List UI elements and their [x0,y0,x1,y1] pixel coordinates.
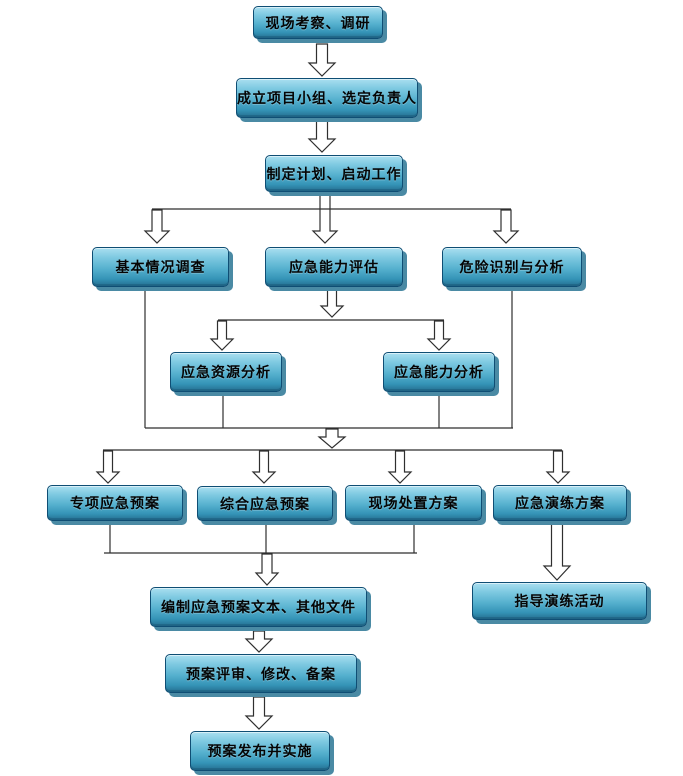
flow-arrow [542,522,572,581]
node-label: 专项应急预案 [70,495,160,511]
node-label: 现场考察、调研 [265,14,371,31]
flow-arrow [319,288,345,318]
node-label: 指导演练活动 [514,593,605,609]
node-basic-investigation: 基本情况调查 [92,247,229,287]
node-label: 制定计划、启动工作 [266,165,402,182]
flow-arrow [251,450,277,484]
flow-arrow [209,320,235,351]
node-guide-drill: 指导演练活动 [472,582,647,620]
node-onsite-disposal-plan: 现场处置方案 [345,485,482,521]
flow-arrow [244,696,274,730]
flow-arrow [426,320,452,351]
flow-arrow [311,192,339,244]
flow-arrow [307,120,337,153]
flow-arrow [254,553,280,586]
node-label: 应急资源分析 [181,364,271,380]
node-resource-analysis: 应急资源分析 [170,352,282,392]
node-compile-documents: 编制应急预案文本、其他文件 [150,587,367,627]
node-capability-analysis: 应急能力分析 [383,352,495,392]
node-label: 应急能力分析 [394,364,484,380]
node-label: 预案评审、修改、备案 [186,665,336,682]
node-label: 基本情况调查 [115,259,206,275]
node-hazard-identification: 危险识别与分析 [442,247,582,287]
flow-arrow [307,43,337,77]
node-make-plan: 制定计划、启动工作 [265,155,403,192]
node-label: 危险识别与分析 [459,259,565,275]
node-label: 应急演练方案 [515,495,605,511]
node-drill-plan: 应急演练方案 [493,485,627,521]
node-label: 现场处置方案 [368,495,459,511]
flow-arrow [492,209,520,244]
node-publish-implement: 预案发布并实施 [190,731,330,771]
node-capability-assessment: 应急能力评估 [265,247,403,287]
flow-arrow [95,450,121,484]
node-site-survey: 现场考察、调研 [253,6,383,39]
node-comprehensive-plan: 综合应急预案 [197,486,333,521]
flow-arrow [545,450,571,484]
node-special-plan: 专项应急预案 [47,485,183,521]
node-label: 综合应急预案 [220,495,310,512]
flow-arrow [244,630,274,653]
flow-arrow [387,450,413,484]
flow-arrow [143,209,171,244]
node-label: 应急能力评估 [289,259,379,275]
node-label: 预案发布并实施 [207,743,313,759]
flow-arrow [317,428,347,449]
node-form-team: 成立项目小组、选定负责人 [236,78,418,118]
node-label: 编制应急预案文本、其他文件 [161,599,356,615]
node-label: 成立项目小组、选定负责人 [237,90,417,106]
node-review-revise: 预案评审、修改、备案 [165,654,357,693]
